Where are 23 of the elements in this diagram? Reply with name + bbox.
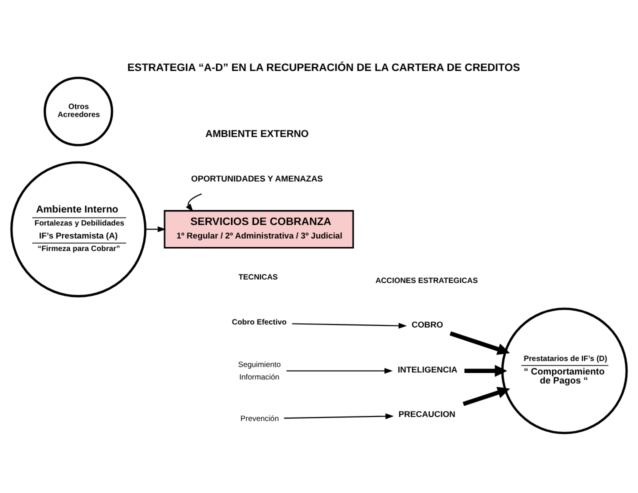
label: ACCIONES ESTRATEGICAS	[375, 276, 478, 285]
node-text: OPORTUNIDADES Y AMENAZAS	[191, 173, 323, 184]
node-text: COBRO	[412, 320, 444, 330]
arrow	[146, 226, 166, 232]
node-box: SERVICIOS DE COBRANZA 1º Regular / 2º Administrativa / 3º Judicial	[164, 210, 354, 249]
arrow	[186, 193, 202, 212]
node-text: INTELIGENCIA	[398, 364, 458, 374]
node-text: Seguimiento Información	[238, 360, 281, 382]
node-circle: Prestatarios de IF’s (D) “ Comportamiento de Pagos “	[501, 308, 628, 434]
arrow	[284, 413, 394, 420]
arrow	[292, 322, 407, 329]
node-text: Prevención	[240, 414, 279, 423]
label: TECNICAS	[238, 272, 278, 282]
arrow	[464, 364, 508, 377]
label: AMBIENTE EXTERNO	[205, 129, 309, 140]
arrow	[462, 386, 510, 406]
node-text: Cobro Efectivo	[232, 318, 287, 327]
arrow	[286, 368, 393, 374]
node-text: PRECAUCION	[398, 408, 456, 419]
arrow	[450, 331, 510, 355]
diagram-title: ESTRATEGIA “A-D” EN LA RECUPERACIÓN DE LA CARTERA DE CREDITOS	[127, 62, 520, 74]
node-circle: Ambiente Interno Fortalezas y Debilidades IF’s Prestamista (A) “Firmeza para Cobrar”	[10, 161, 146, 298]
node-circle: Otros Acreedores	[44, 76, 114, 146]
